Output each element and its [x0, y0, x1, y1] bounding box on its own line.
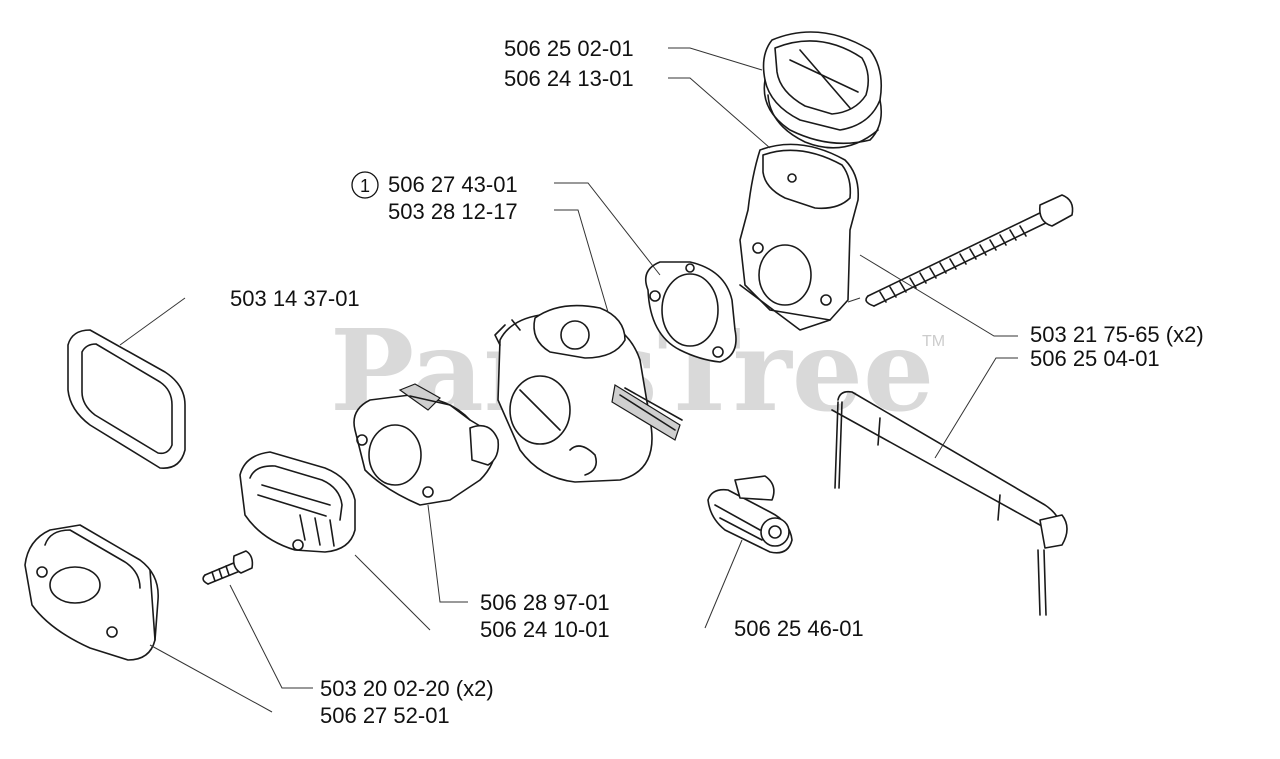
part-label-503-21-75-65: 503 21 75-65 (x2)	[1030, 322, 1204, 347]
part-label-506-27-43-01: 506 27 43-01	[388, 172, 518, 197]
part-label-503-28-12-17: 503 28 12-17	[388, 199, 518, 224]
watermark-trademark: TM	[922, 333, 945, 350]
throttle-housing-part	[353, 383, 500, 506]
intake-manifold-part	[24, 524, 159, 661]
long-screw-part	[865, 194, 1074, 307]
small-screw-part	[202, 550, 254, 585]
carburetor-gasket-part	[644, 261, 737, 363]
part-label-503-20-02-20: 503 20 02-20 (x2)	[320, 676, 494, 701]
leader-lines	[119, 47, 1018, 713]
part-label-506-25-04-01: 506 25 04-01	[1030, 346, 1160, 371]
part-label-506-25-46-01: 506 25 46-01	[734, 616, 864, 641]
part-label-506-24-13-01: 506 24 13-01	[504, 66, 634, 91]
carburetor-body-part	[494, 304, 683, 483]
part-label-503-14-37-01: 503 14 37-01	[230, 286, 360, 311]
part-label-506-24-10-01: 506 24 10-01	[480, 617, 610, 642]
reference-marker-number: 1	[360, 176, 370, 196]
air-filter-gasket-part	[762, 31, 883, 149]
fuel-fitting-part	[707, 475, 793, 554]
choke-rod-part	[831, 390, 1068, 616]
reference-marker: 1	[351, 171, 379, 199]
insulator-block-part	[239, 451, 356, 553]
intake-adapter-part	[739, 143, 860, 331]
part-label-506-27-52-01: 506 27 52-01	[320, 703, 450, 728]
part-label-506-28-97-01: 506 28 97-01	[480, 590, 610, 615]
part-label-506-25-02-01: 506 25 02-01	[504, 36, 634, 61]
flat-gasket-part	[67, 329, 186, 469]
